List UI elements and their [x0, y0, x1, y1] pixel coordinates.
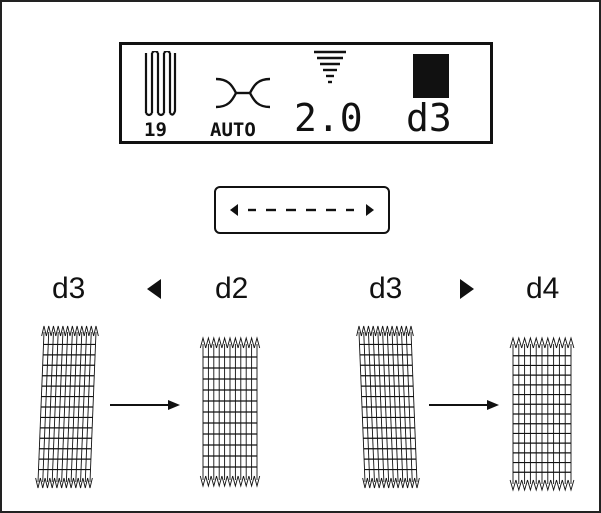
swatch-left-d2: [199, 336, 261, 488]
lcd-display: 19 AUTO: [119, 42, 493, 144]
tension-icon: [214, 75, 272, 111]
left-triangle-icon: [145, 277, 163, 301]
stitch-pattern-icon: [142, 51, 178, 119]
swatch-left-d3: [34, 324, 100, 490]
length-bars-icon: [312, 49, 348, 89]
arrow-right-example: [429, 398, 499, 412]
pattern-number: 19: [144, 121, 167, 140]
swatch-right-d3: [355, 324, 421, 490]
right-to-label: d4: [526, 274, 559, 304]
right-triangle-icon: [458, 277, 476, 301]
stitch-length-value: 2.0: [294, 99, 363, 137]
left-right-arrow-key[interactable]: [214, 186, 390, 234]
left-to-label: d2: [215, 274, 248, 304]
arrow-left-example: [110, 398, 180, 412]
right-from-label: d3: [369, 274, 402, 304]
left-from-label: d3: [52, 274, 85, 304]
left-right-arrow-key-icon: [228, 200, 376, 220]
density-block-icon: [412, 53, 450, 99]
swatch-right-d4: [509, 336, 575, 492]
density-value: d3: [406, 99, 452, 137]
tension-mode: AUTO: [210, 121, 256, 140]
